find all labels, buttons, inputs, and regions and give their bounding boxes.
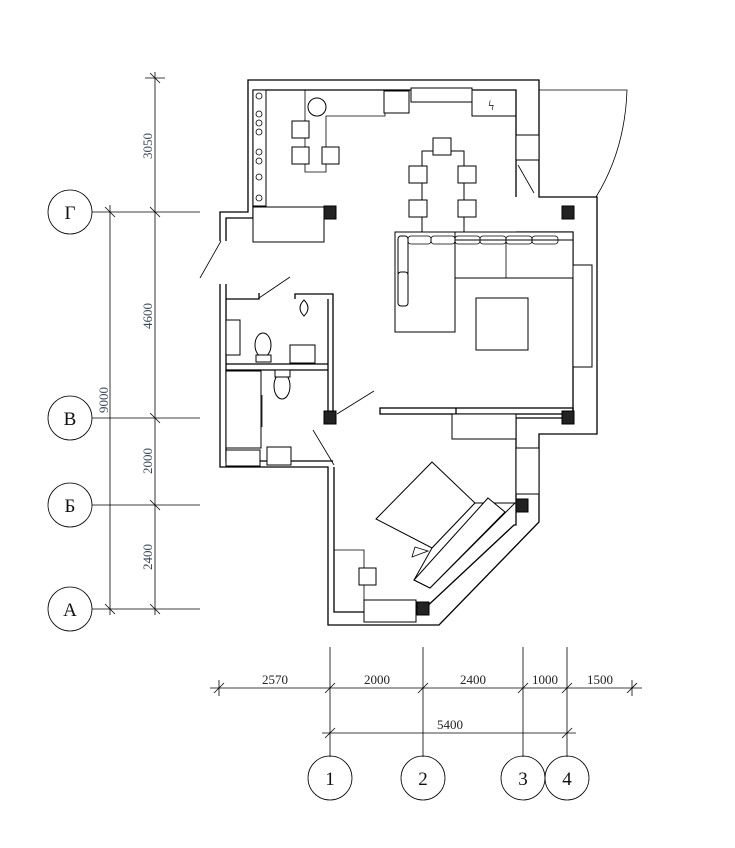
dim-2000: 2000 xyxy=(140,448,155,474)
dim-2570: 2570 xyxy=(262,672,288,687)
column-axis-bubbles: 1 2 3 4 xyxy=(307,755,590,801)
sofa xyxy=(394,231,574,333)
dim-2400-h: 2400 xyxy=(460,672,486,687)
axis-label-1: 1 xyxy=(325,769,335,790)
interior-partitions xyxy=(226,206,574,440)
cooktop-icon xyxy=(383,90,410,114)
dim-4600: 4600 xyxy=(140,303,155,329)
dim-1000: 1000 xyxy=(532,672,558,687)
axis-label-v: В xyxy=(64,409,77,430)
coffee-table xyxy=(475,297,529,351)
bed xyxy=(375,461,517,589)
washbasin-icon xyxy=(289,344,316,364)
axis-label-3: 3 xyxy=(518,769,528,790)
row-axis-bubbles: Г В Б А xyxy=(47,189,93,632)
electric-symbol-icon: ϟ xyxy=(488,99,494,114)
sink-icon xyxy=(307,97,327,117)
exterior-walls xyxy=(219,79,598,626)
columns xyxy=(323,205,575,616)
axis-label-2: 2 xyxy=(418,769,428,790)
windows xyxy=(363,134,593,623)
dim-1500: 1500 xyxy=(587,672,613,687)
axis-label-a: А xyxy=(63,600,77,621)
dim-9000: 9000 xyxy=(96,387,111,413)
dim-2400: 2400 xyxy=(140,544,155,570)
dim-5400: 5400 xyxy=(437,717,463,732)
kitchen: ϟ xyxy=(252,87,516,207)
door-swings xyxy=(199,89,628,466)
desk xyxy=(334,549,377,602)
axis-label-4: 4 xyxy=(562,769,572,790)
axis-label-b: Б xyxy=(65,496,76,517)
toilet-icon xyxy=(254,332,272,358)
bathroom-fixtures xyxy=(225,299,316,467)
vertical-dimension-chain: 3050 4600 2000 2400 9000 xyxy=(92,72,200,615)
dim-2000-h: 2000 xyxy=(364,672,390,687)
dining-table xyxy=(408,137,477,235)
axis-label-g: Г xyxy=(65,203,76,224)
dim-3050: 3050 xyxy=(140,133,155,159)
bathtub-icon xyxy=(225,370,262,449)
horizontal-dimension-chain: 2570 2000 2400 1000 1500 5400 xyxy=(210,647,642,757)
